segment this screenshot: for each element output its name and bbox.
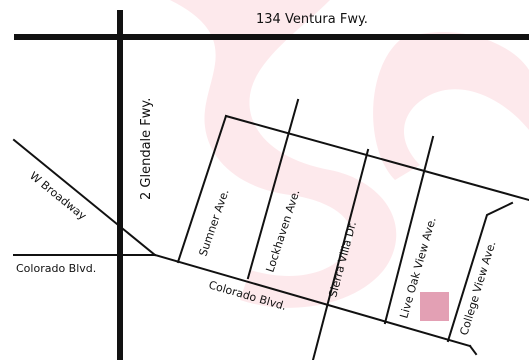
college-view-ave-road [446,201,514,343]
sumner-ave-label: Sumner Ave. [197,187,232,258]
ventura-freeway-label: 134 Ventura Fwy. [256,12,368,27]
watermark-shape [205,0,235,25]
top-cross-street [224,114,529,202]
colorado-blvd-east-road [153,253,472,348]
location-marker [420,292,449,321]
colorado-blvd-end-road [468,344,478,356]
live-oak-view-ave-road [383,135,435,325]
w-broadway-road [12,138,157,257]
watermark-shape [373,31,529,180]
colorado-blvd-west-label: Colorado Blvd. [16,262,96,275]
lockhaven-ave-road [246,98,300,280]
glendale-freeway-label: 2 Glendale Fwy. [139,98,154,200]
sierra-villa-dr-road [311,148,370,360]
watermark [170,0,529,308]
sumner-ave-road [176,114,228,264]
